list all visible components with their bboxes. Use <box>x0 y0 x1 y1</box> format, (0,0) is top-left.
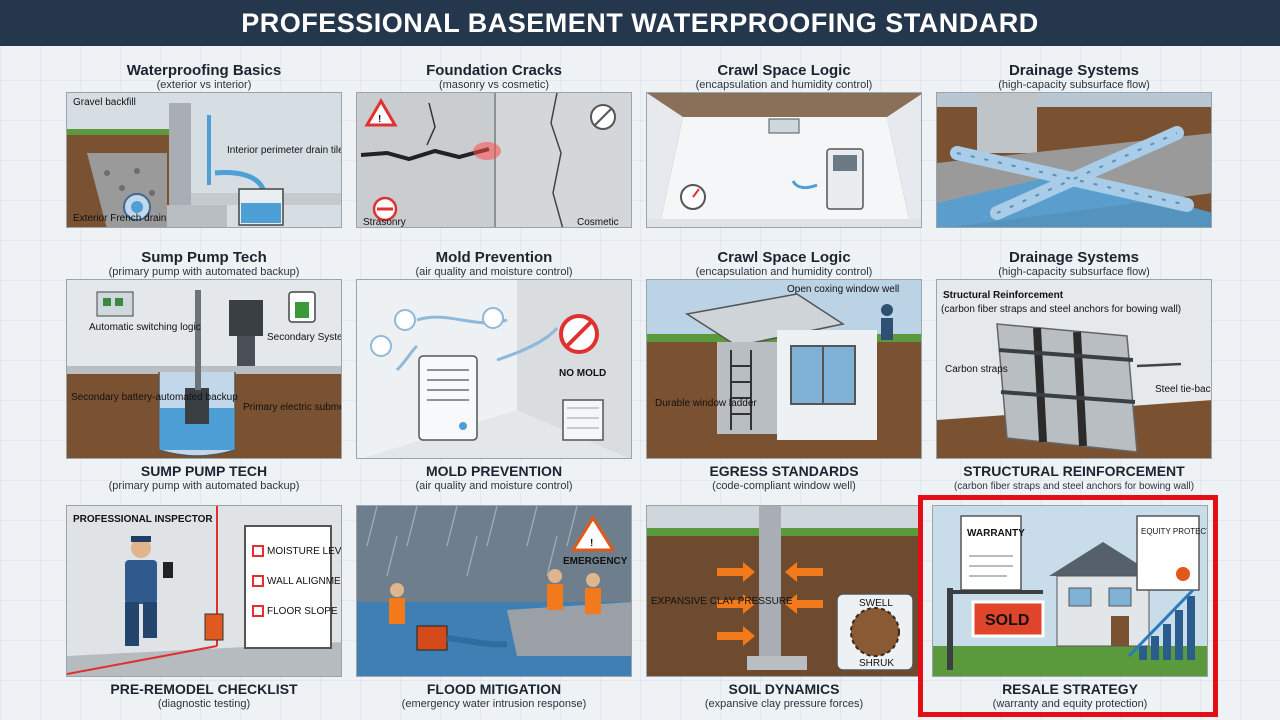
egress-window-illustration: Open coxing window well Durable window l… <box>646 279 922 459</box>
label-equity: EQUITY PROTECTION <box>1141 527 1208 536</box>
cell-title: SUMP PUMP TECH <box>140 463 268 479</box>
label-sold: SOLD <box>985 612 1029 629</box>
label-cosmetic: Cosmetic <box>577 217 619 228</box>
label-interior-drain: Interior perimeter drain tile <box>227 145 342 156</box>
label-window-well: Open coxing window well <box>787 284 899 295</box>
cell-subtitle-top: (primary pump with automated backup) <box>108 266 300 278</box>
cell-title: EGRESS STANDARDS <box>709 463 859 479</box>
label-shrink: SHRUK <box>859 658 894 669</box>
cell-title: Crawl Space Logic <box>717 62 851 79</box>
cell-title: Drainage Systems <box>1008 62 1140 79</box>
person-icon <box>881 304 893 340</box>
cell-subtitle: (air quality and moisture control) <box>415 480 573 492</box>
cell-title-top: Sump Pump Tech <box>141 249 267 266</box>
label-steel-tieback: Steel tie-back <box>1155 384 1212 395</box>
mold-prevention-illustration: NO MOLD <box>356 279 632 459</box>
crawl-space-illustration <box>646 92 922 228</box>
cell-egress-standards: Crawl Space Logic (encapsulation and hum… <box>646 249 922 493</box>
foundation-cracks-illustration: ! Strasonry Cosmetic <box>356 92 632 228</box>
cell-subtitle: (expansive clay pressure forces) <box>704 698 864 710</box>
cell-crawl-space-logic: Crawl Space Logic (encapsulation and hum… <box>646 62 922 228</box>
structural-reinforcement-illustration: Structural Reinforcement (carbon fiber s… <box>936 279 1212 459</box>
svg-text:!: ! <box>590 538 593 549</box>
growth-bars <box>1139 596 1195 660</box>
inspector-illustration: PROFESSIONAL INSPECTOR MOISTURE LEVEL WA… <box>66 505 342 677</box>
soil-dynamics-illustration: EXPANSIVE CLAY PRESSURE SWELL SHRUK <box>646 505 922 677</box>
emergency-warning-icon <box>570 515 616 552</box>
label-warranty: WARRANTY <box>967 528 1025 539</box>
cell-flood-mitigation: ! EMERGENCY FLOOD MITIGATION (emergency … <box>356 505 632 711</box>
sold-sign <box>971 600 1045 638</box>
resale-strategy-illustration: WARRANTY EQUITY PROTECTION SOLD <box>932 505 1208 677</box>
cell-title: FLOOD MITIGATION <box>426 681 562 697</box>
cell-subtitle: (diagnostic testing) <box>157 698 251 710</box>
cell-subtitle: (primary pump with automated backup) <box>108 480 300 492</box>
label-gravel: Gravel backfill <box>73 97 136 108</box>
cell-title: Foundation Cracks <box>426 62 562 79</box>
label-window-ladder: Durable window ladder <box>655 398 757 409</box>
cell-subtitle-top: (air quality and moisture control) <box>415 266 573 278</box>
cell-subtitle: (carbon fiber straps and steel anchors f… <box>953 481 1195 492</box>
header-banner: PROFESSIONAL BASEMENT WATERPROOFING STAN… <box>0 0 1280 46</box>
label-inspector: PROFESSIONAL INSPECTOR <box>73 514 213 525</box>
cell-subtitle-top: (encapsulation and humidity control) <box>695 266 873 278</box>
cell-foundation-cracks: Foundation Cracks (masonry vs cosmetic) … <box>356 62 632 228</box>
label-no-mold: NO MOLD <box>559 368 606 379</box>
waterproofing-basics-illustration: Gravel backfill Interior perimeter drain… <box>66 92 342 228</box>
cell-subtitle: (high-capacity subsurface flow) <box>998 79 1150 91</box>
label-exterior-drain: Exterior French drain <box>73 213 166 224</box>
workers-figure <box>389 569 601 624</box>
label-swell: SWELL <box>859 598 893 609</box>
label-carbon-straps: Carbon straps <box>945 364 1008 375</box>
inspector-figure <box>125 536 173 646</box>
page-title: PROFESSIONAL BASEMENT WATERPROOFING STAN… <box>241 7 1039 38</box>
inner-title: Structural Reinforcement <box>943 290 1064 301</box>
cell-title: MOLD PREVENTION <box>425 463 563 479</box>
label-emergency: EMERGENCY <box>563 556 628 567</box>
cell-title: SOIL DYNAMICS <box>728 681 840 697</box>
cell-title-top: Mold Prevention <box>435 249 553 266</box>
label-secondary-system: Secondary System <box>267 332 342 343</box>
cell-soil-dynamics: EXPANSIVE CLAY PRESSURE SWELL SHRUK SOIL… <box>646 505 922 711</box>
warning-icon <box>364 98 398 127</box>
cell-title: STRUCTURAL REINFORCEMENT <box>963 463 1185 479</box>
inner-subtitle: (carbon fiber straps and steel anchors f… <box>941 304 1181 315</box>
label-expansive-clay: EXPANSIVE CLAY PRESSURE <box>651 596 793 607</box>
cell-subtitle: (masonry vs cosmetic) <box>438 79 550 91</box>
cell-subtitle: (exterior vs interior) <box>156 79 252 91</box>
cell-title: Waterproofing Basics <box>126 62 282 79</box>
label-masonry: Strasonry <box>363 217 406 228</box>
checklist-item-wall: WALL ALIGNMENT <box>267 576 342 587</box>
cell-subtitle: (emergency water intrusion response) <box>401 698 587 710</box>
warranty-document <box>960 515 1022 591</box>
cell-title: RESALE STRATEGY <box>1002 681 1138 697</box>
pressure-arrows-right <box>785 562 823 614</box>
cell-structural-reinforcement: Drainage Systems (high-capacity subsurfa… <box>936 249 1212 493</box>
checklist-item-moisture: MOISTURE LEVEL <box>267 546 342 557</box>
flood-mitigation-illustration: ! EMERGENCY <box>356 505 632 677</box>
checklist-item-floor: FLOOR SLOPE <box>267 606 338 617</box>
cell-title-top: Drainage Systems <box>1008 249 1140 266</box>
cell-sump-pump-tech: Sump Pump Tech (primary pump with automa… <box>66 249 342 493</box>
cell-drainage-systems: Drainage Systems (high-capacity subsurfa… <box>936 62 1212 228</box>
cell-subtitle: (encapsulation and humidity control) <box>695 79 873 91</box>
drainage-systems-illustration <box>936 92 1212 228</box>
cell-subtitle: (code-compliant window well) <box>712 480 856 492</box>
cell-subtitle: (warranty and equity protection) <box>992 698 1148 710</box>
cell-mold-prevention: Mold Prevention (air quality and moistur… <box>356 249 632 493</box>
cell-resale-strategy: WARRANTY EQUITY PROTECTION SOLD RESALE S… <box>932 505 1208 711</box>
svg-text:!: ! <box>378 114 381 125</box>
cell-waterproofing-basics: Waterproofing Basics (exterior vs interi… <box>66 62 342 228</box>
cell-title: PRE-REMODEL CHECKLIST <box>110 681 298 697</box>
label-auto-switch: Automatic switching logic <box>89 322 201 333</box>
label-primary-pump: Primary electric submersible pump <box>243 402 342 413</box>
label-battery-backup: Secondary battery-automated backup <box>71 392 238 403</box>
cell-pre-remodel-checklist: PROFESSIONAL INSPECTOR MOISTURE LEVEL WA… <box>66 505 342 711</box>
cell-title-top: Crawl Space Logic <box>717 249 851 266</box>
cell-subtitle-top: (high-capacity subsurface flow) <box>998 266 1150 278</box>
sump-pump-illustration: Automatic switching logic Secondary Syst… <box>66 279 342 459</box>
pressure-arrows-left <box>717 562 755 646</box>
